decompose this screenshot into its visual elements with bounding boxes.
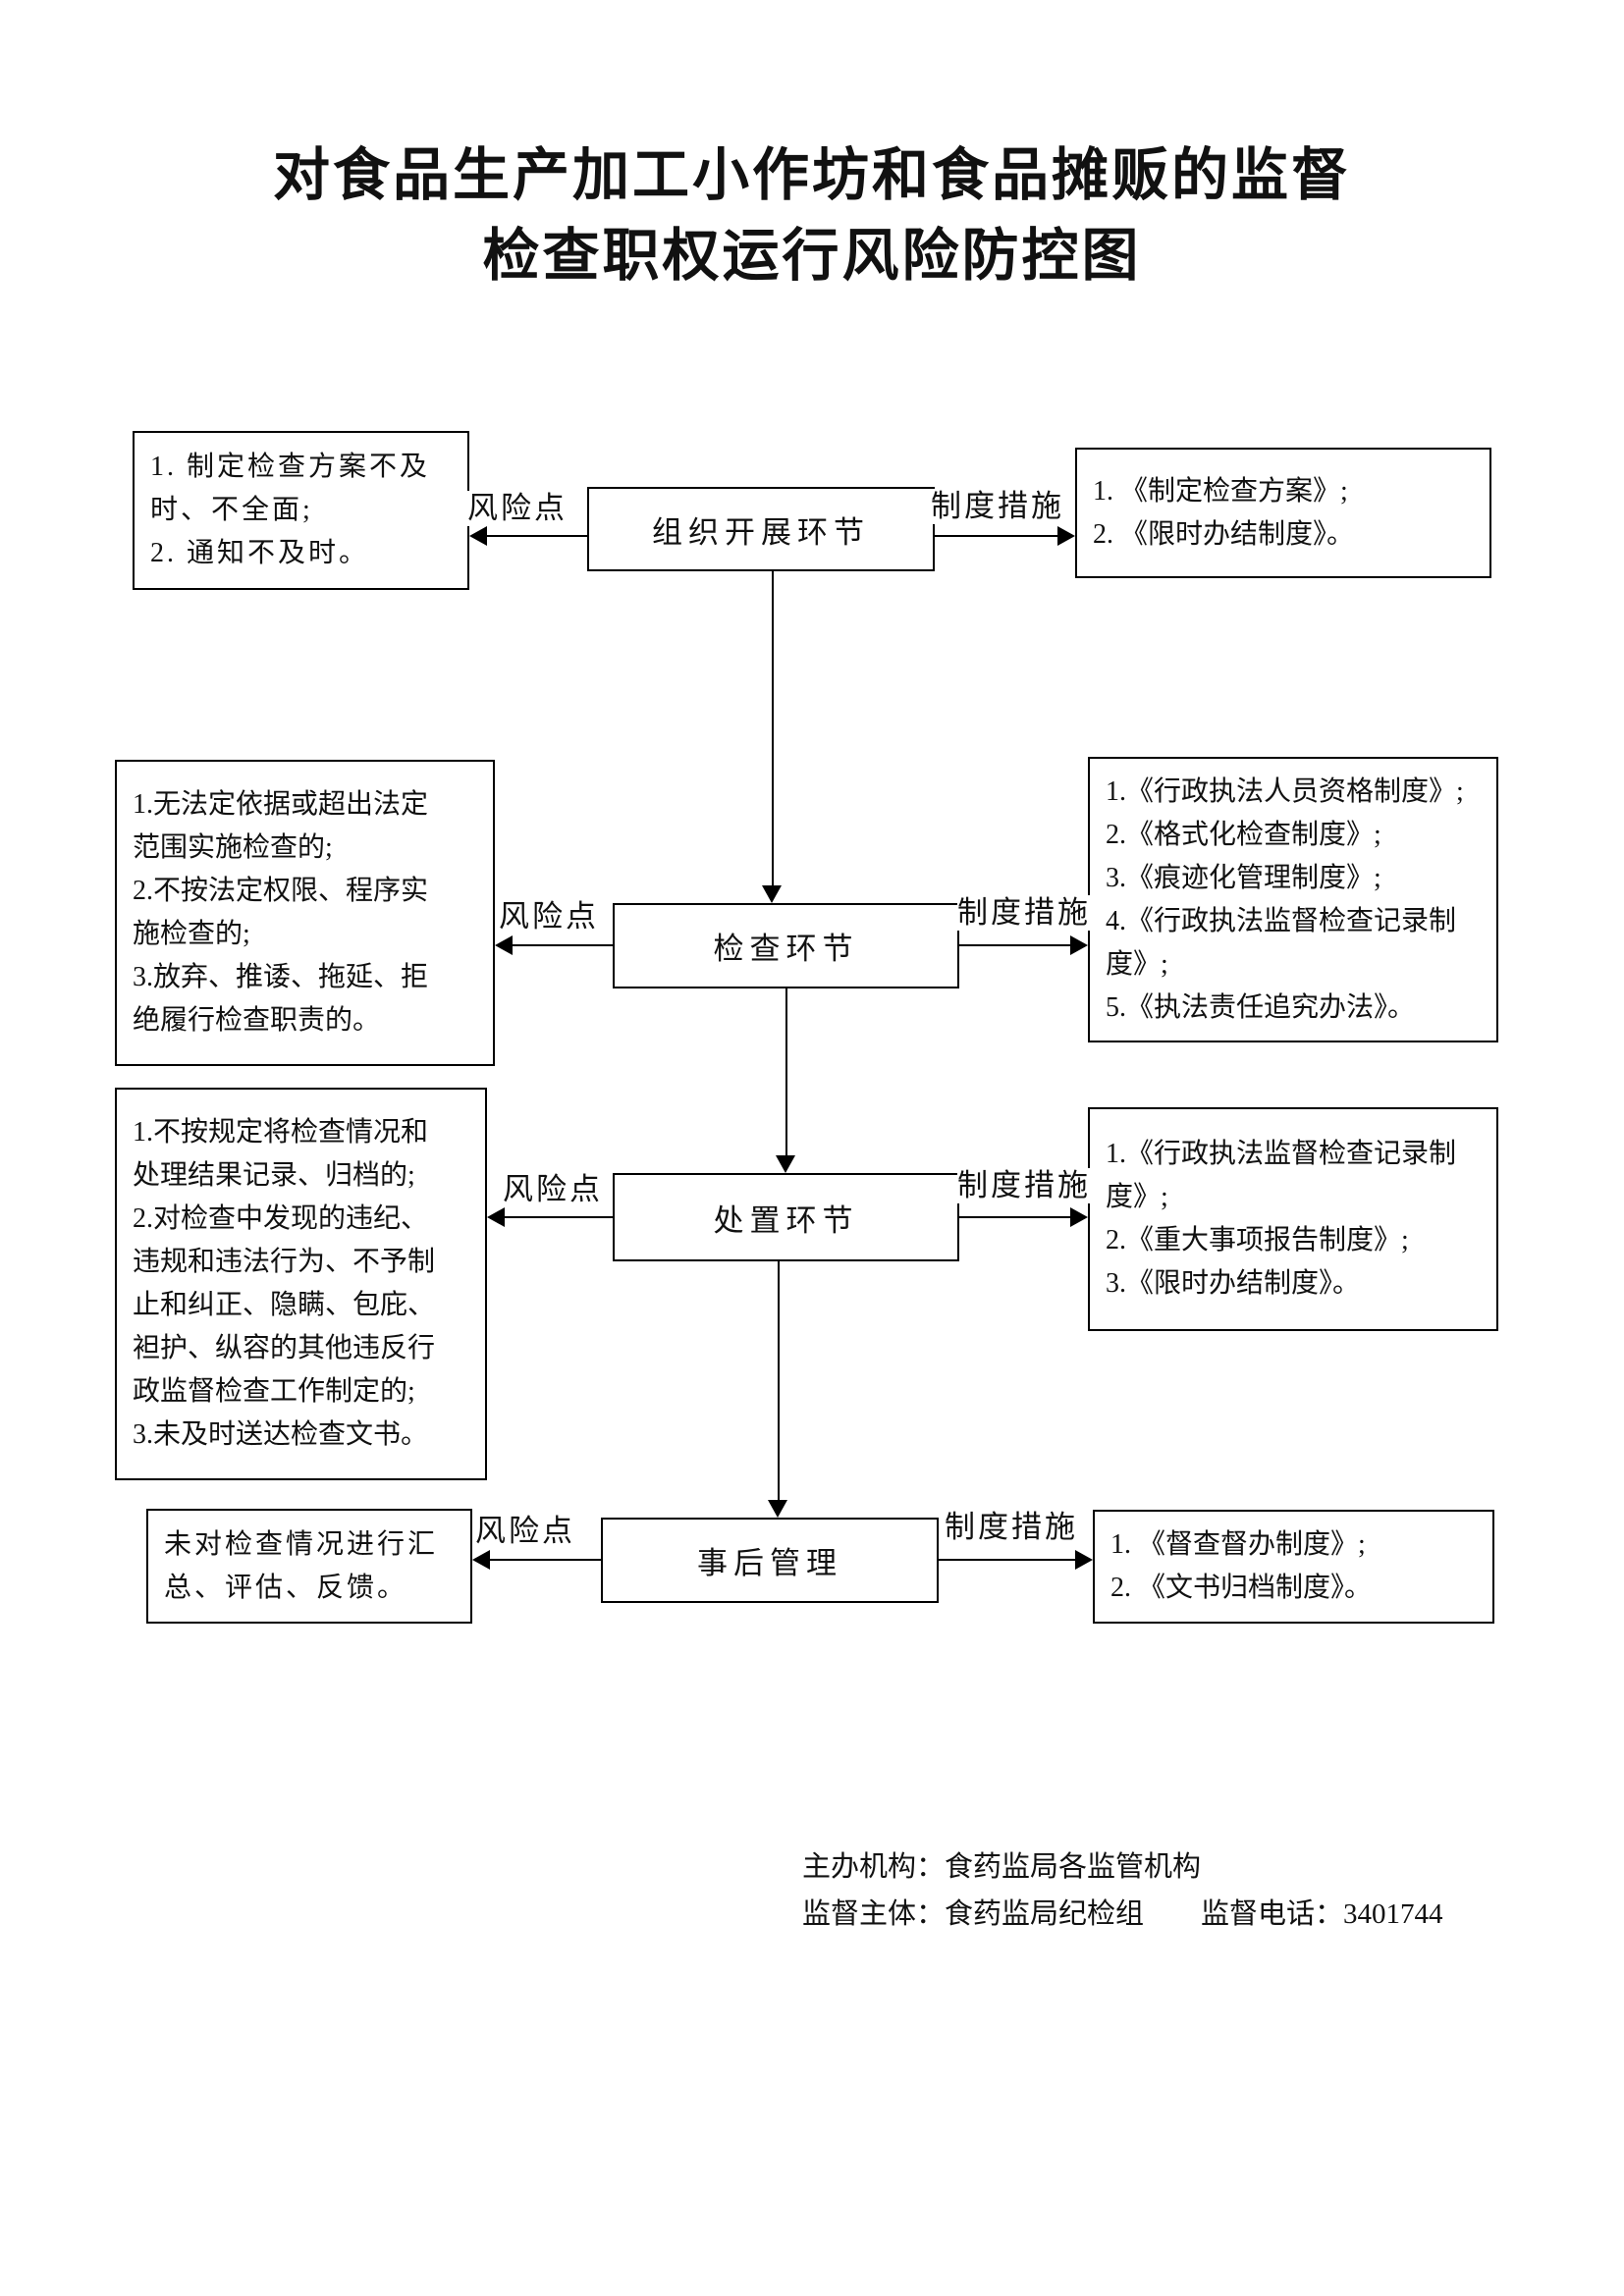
footer-supervisor: 监督主体：食药监局纪检组 监督电话：3401744 (802, 1898, 1443, 1930)
page-title: 对食品生产加工小作坊和食品摊贩的监督 检查职权运行风险防控图 (0, 135, 1624, 296)
arrowhead-measure-3-icon (1070, 1207, 1088, 1227)
measures-label-2: 制度措施 (957, 895, 1091, 931)
measure-text-stage-2: 1.《行政执法人员资格制度》; 2.《格式化检查制度》; 3.《痕迹化管理制度》… (1106, 775, 1464, 1023)
risk-box-stage-4: 未对检查情况进行汇 总、评估、反馈。 (146, 1509, 472, 1624)
arrowhead-measure-2-icon (1070, 935, 1088, 955)
risk-text-stage-3: 1.不按规定将检查情况和 处理结果记录、归档的; 2.对检查中发现的违纪、 违规… (133, 1117, 436, 1450)
page-title-line-1: 对食品生产加工小作坊和食品摊贩的监督 (272, 143, 1351, 207)
arrow-line-measure-3 (959, 1216, 1070, 1218)
risk-text-stage-1: 1. 制定检查方案不及 时、不全面; 2. 通知不及时。 (150, 452, 431, 568)
measures-label-1: 制度措施 (931, 489, 1064, 524)
measure-box-stage-2: 1.《行政执法人员资格制度》; 2.《格式化检查制度》; 3.《痕迹化管理制度》… (1088, 757, 1498, 1042)
measures-label-3: 制度措施 (957, 1168, 1091, 1203)
arrow-line-measure-2 (959, 944, 1070, 946)
measure-text-stage-1: 1. 《制定检查方案》; 2. 《限时办结制度》。 (1093, 475, 1355, 550)
arrowhead-risk-1-icon (469, 526, 487, 546)
risk-point-label-1: 风险点 (467, 491, 568, 526)
measure-box-stage-1: 1. 《制定检查方案》; 2. 《限时办结制度》。 (1075, 448, 1491, 578)
risk-point-label-3: 风险点 (503, 1172, 603, 1207)
arrow-line-risk-3 (503, 1216, 613, 1218)
arrowhead-down-1-icon (762, 885, 782, 903)
arrowhead-down-3-icon (768, 1500, 787, 1518)
arrow-line-measure-4 (939, 1559, 1075, 1561)
connector-line-3-4 (778, 1261, 780, 1500)
risk-point-label-4: 风险点 (475, 1514, 575, 1549)
risk-text-stage-2: 1.无法定依据或超出法定 范围实施检查的; 2.不按法定权限、程序实 施检查的;… (133, 789, 429, 1036)
stage-label-2: 检查环节 (713, 932, 859, 966)
page-title-line-2: 检查职权运行风险防控图 (482, 224, 1142, 288)
footer: 主办机构：食药监局各监管机构 监督主体：食药监局纪检组 监督电话：3401744 (802, 1843, 1443, 1938)
connector-line-2-3 (785, 988, 787, 1155)
stage-label-3: 处置环节 (713, 1202, 859, 1238)
measure-text-stage-3: 1.《行政执法监督检查记录制 度》; 2.《重大事项报告制度》; 3.《限时办结… (1106, 1139, 1457, 1299)
arrowhead-risk-4-icon (472, 1550, 490, 1570)
stage-box-4: 事后管理 (601, 1518, 939, 1603)
footer-organizer: 主办机构：食药监局各监管机构 (802, 1851, 1202, 1883)
risk-box-stage-2: 1.无法定依据或超出法定 范围实施检查的; 2.不按法定权限、程序实 施检查的;… (115, 760, 495, 1066)
risk-box-stage-1: 1. 制定检查方案不及 时、不全面; 2. 通知不及时。 (133, 431, 469, 590)
arrowhead-risk-3-icon (487, 1207, 505, 1227)
measure-box-stage-4: 1. 《督查督办制度》; 2. 《文书归档制度》。 (1093, 1510, 1494, 1624)
stage-label-1: 组织开展环节 (652, 514, 870, 550)
risk-point-label-2: 风险点 (499, 899, 599, 934)
arrow-line-risk-1 (485, 535, 587, 537)
arrow-line-risk-4 (488, 1559, 601, 1561)
stage-box-2: 检查环节 (613, 903, 959, 988)
connector-line-1-2 (772, 571, 774, 885)
arrow-line-measure-1 (935, 535, 1059, 537)
measure-text-stage-4: 1. 《督查督办制度》; 2. 《文书归档制度》。 (1110, 1529, 1373, 1603)
stage-label-4: 事后管理 (697, 1546, 842, 1580)
stage-box-1: 组织开展环节 (587, 487, 935, 571)
risk-text-stage-4: 未对检查情况进行汇 总、评估、反馈。 (164, 1528, 439, 1603)
stage-box-3: 处置环节 (613, 1173, 959, 1261)
arrowhead-measure-1-icon (1057, 526, 1075, 546)
risk-box-stage-3: 1.不按规定将检查情况和 处理结果记录、归档的; 2.对检查中发现的违纪、 违规… (115, 1088, 487, 1480)
measure-box-stage-3: 1.《行政执法监督检查记录制 度》; 2.《重大事项报告制度》; 3.《限时办结… (1088, 1107, 1498, 1331)
arrowhead-measure-4-icon (1075, 1550, 1093, 1570)
measures-label-4: 制度措施 (945, 1510, 1078, 1545)
arrowhead-risk-2-icon (495, 935, 513, 955)
arrowhead-down-2-icon (776, 1155, 795, 1173)
arrow-line-risk-2 (511, 944, 613, 946)
